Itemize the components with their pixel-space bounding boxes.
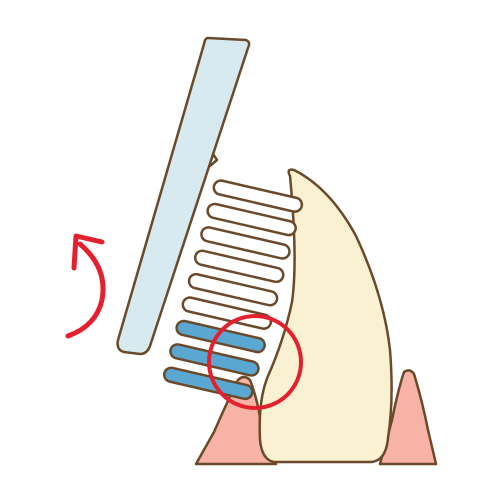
highlight-circle-icon [207, 314, 303, 410]
tooth [258, 168, 393, 464]
bristle-row-white [181, 296, 273, 330]
gum-right [378, 369, 438, 466]
curved-arrow-icon [65, 233, 106, 339]
bristle-row-white [187, 272, 279, 307]
bristle-row-white [206, 202, 297, 237]
bristle-row-white [212, 179, 304, 213]
bristle-row-white [200, 226, 291, 260]
toothbrush-head [116, 36, 251, 356]
bristle-row-white [193, 249, 285, 284]
toothbrush-notch [208, 152, 219, 168]
bristle-rows [162, 179, 304, 401]
bristle-row-blue [169, 343, 260, 377]
